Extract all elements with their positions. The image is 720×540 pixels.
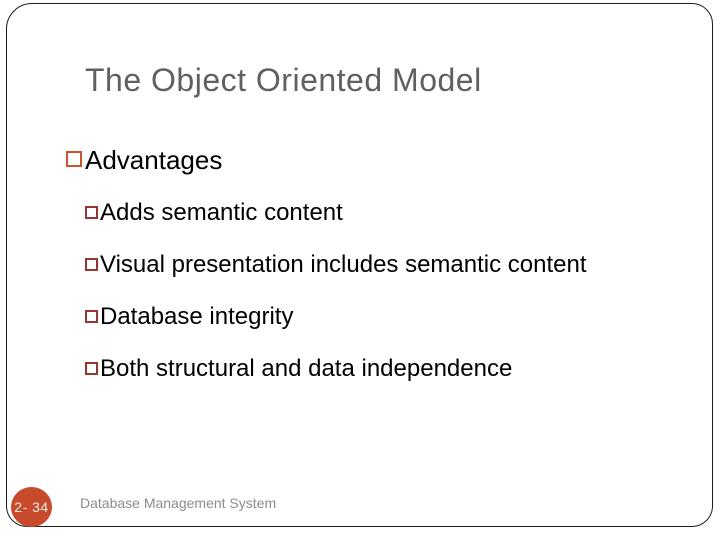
bullet-square-icon: [85, 362, 98, 375]
bullet-item-level2: Visual presentation includes semantic co…: [85, 251, 587, 278]
bullet-label: Both structural and data independence: [100, 355, 513, 382]
bullet-item-level2: Both structural and data independence: [85, 355, 513, 382]
page-number-badge: 2- 34: [11, 487, 52, 527]
bullet-label: Adds semantic content: [100, 199, 343, 226]
bullet-label: Database integrity: [100, 303, 294, 330]
bullet-item-level2: Adds semantic content: [85, 199, 343, 226]
bullet-square-icon: [66, 151, 82, 167]
bullet-square-icon: [85, 206, 98, 219]
bullet-square-icon: [85, 310, 98, 323]
slide-border-frame: [6, 3, 713, 527]
bullet-item-level2: Database integrity: [85, 303, 294, 330]
bullet-label: Visual presentation includes semantic co…: [100, 251, 587, 278]
bullet-label: Advantages: [85, 145, 223, 175]
footer-title: Database Management System: [80, 495, 277, 511]
page-number: 2- 34: [14, 499, 49, 515]
bullet-square-icon: [85, 258, 98, 271]
slide-title: The Object Oriented Model: [85, 62, 482, 98]
bullet-item-level1: Advantages: [66, 146, 222, 175]
